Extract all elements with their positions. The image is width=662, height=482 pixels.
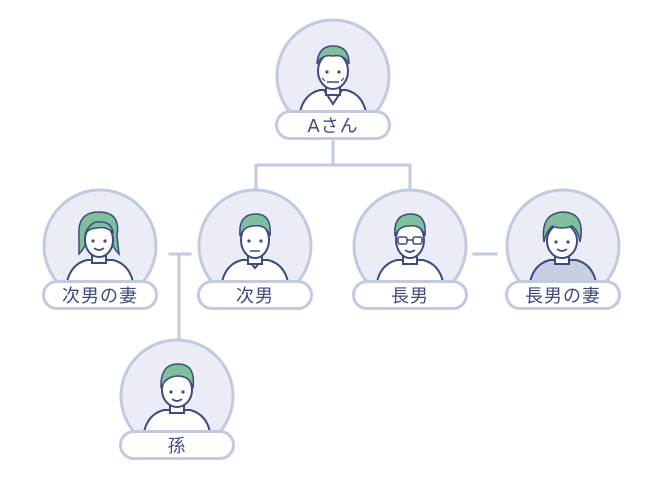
child-icon (118, 338, 236, 438)
woman-short-hair-icon (504, 188, 622, 288)
person-node-grandchild: 孫 (118, 338, 236, 463)
man-with-glasses-icon (351, 188, 469, 288)
person-node-second-son-wife: 次男の妻 (41, 188, 159, 313)
person-node-a-san: Aさん (274, 18, 392, 143)
person-node-eldest-son: 長男 (351, 188, 469, 313)
person-node-eldest-son-wife: 長男の妻 (504, 188, 622, 313)
person-label: 次男の妻 (42, 280, 158, 310)
woman-icon (41, 188, 159, 288)
person-node-second-son: 次男 (196, 188, 314, 313)
person-label: Aさん (275, 110, 391, 140)
elderly-man-icon (274, 18, 392, 118)
person-label: 長男の妻 (505, 280, 621, 310)
person-label: 次男 (197, 280, 313, 310)
man-icon (196, 188, 314, 288)
person-label: 長男 (352, 280, 468, 310)
person-label: 孫 (119, 430, 235, 460)
